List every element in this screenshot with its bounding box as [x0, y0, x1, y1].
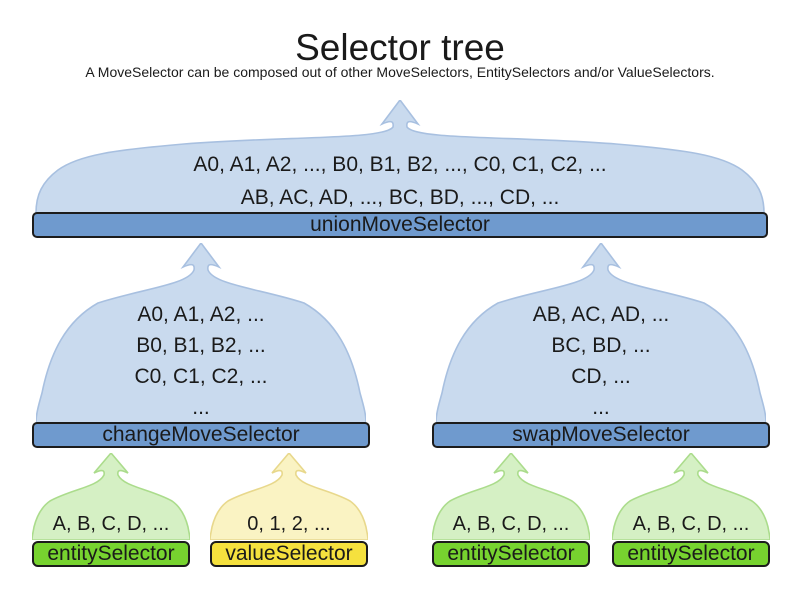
entity-cloud-items: A, B, C, D, ... [612, 513, 770, 536]
entity-funnel-arrow-shape [32, 453, 190, 540]
cloud-line: AB, AC, AD, ..., BC, BD, ..., CD, ... [240, 186, 560, 209]
cloud-line: A0, A1, A2, ... [137, 303, 265, 326]
entity-cloud-items: A, B, C, D, ... [432, 513, 590, 536]
entity-selector-node: entitySelector [32, 541, 190, 567]
entity-selector-group-1: A, B, C, D, ... entitySelector [32, 453, 190, 567]
arrow-up-funnel-icon [210, 453, 368, 540]
diagram-subtitle: A MoveSelector can be composed out of ot… [85, 64, 715, 80]
union-funnel-arrow-shape [35, 100, 765, 213]
value-selector-group: 0, 1, 2, ... valueSelector [210, 453, 368, 567]
arrow-up-funnel-icon [35, 100, 765, 213]
swap-funnel-arrow-shape [436, 243, 766, 423]
cloud-line: ... [592, 396, 610, 419]
swap-move-selector-group: AB, AC, AD, ... BC, BD, ... CD, ... ... … [432, 243, 770, 448]
entity-selector-group-3: A, B, C, D, ... entitySelector [612, 453, 770, 567]
arrow-up-funnel-icon [612, 453, 770, 540]
cloud-line: A, B, C, D, ... [452, 513, 570, 535]
cloud-line: C0, C1, C2, ... [134, 365, 268, 388]
swap-move-selector-node: swapMoveSelector [432, 422, 770, 448]
entity-selector-group-2: A, B, C, D, ... entitySelector [432, 453, 590, 567]
union-move-selector-node: unionMoveSelector [32, 212, 768, 238]
cloud-line: 0, 1, 2, ... [247, 513, 331, 535]
union-move-selector-group: A0, A1, A2, ..., B0, B1, B2, ..., C0, C1… [32, 100, 768, 238]
entity-cloud-items: A, B, C, D, ... [32, 513, 190, 536]
cloud-line: B0, B1, B2, ... [136, 334, 266, 357]
cloud-line: A, B, C, D, ... [632, 513, 750, 535]
entity-funnel-arrow-shape [612, 453, 770, 540]
value-selector-node: valueSelector [210, 541, 368, 567]
cloud-line: AB, AC, AD, ... [532, 303, 670, 326]
entity-selector-node: entitySelector [612, 541, 770, 567]
cloud-line: CD, ... [571, 365, 631, 388]
change-move-selector-group: A0, A1, A2, ... B0, B1, B2, ... C0, C1, … [32, 243, 370, 448]
change-move-selector-node: changeMoveSelector [32, 422, 370, 448]
cloud-line: ... [192, 396, 210, 419]
arrow-up-funnel-icon [32, 453, 190, 540]
cloud-line: A0, A1, A2, ..., B0, B1, B2, ..., C0, C1… [193, 153, 607, 176]
union-cloud-items: A0, A1, A2, ..., B0, B1, B2, ..., C0, C1… [32, 148, 768, 214]
cloud-line: BC, BD, ... [551, 334, 651, 357]
arrow-up-funnel-icon [436, 243, 766, 423]
value-cloud-items: 0, 1, 2, ... [210, 513, 368, 536]
value-funnel-arrow-shape [210, 453, 368, 540]
entity-funnel-arrow-shape [432, 453, 590, 540]
arrow-up-funnel-icon [36, 243, 366, 423]
entity-selector-node: entitySelector [432, 541, 590, 567]
cloud-line: A, B, C, D, ... [52, 513, 170, 535]
change-funnel-arrow-shape [36, 243, 366, 423]
swap-cloud-items: AB, AC, AD, ... BC, BD, ... CD, ... ... [432, 299, 770, 423]
arrow-up-funnel-icon [432, 453, 590, 540]
diagram-title: Selector tree [295, 27, 505, 68]
change-cloud-items: A0, A1, A2, ... B0, B1, B2, ... C0, C1, … [32, 299, 370, 423]
